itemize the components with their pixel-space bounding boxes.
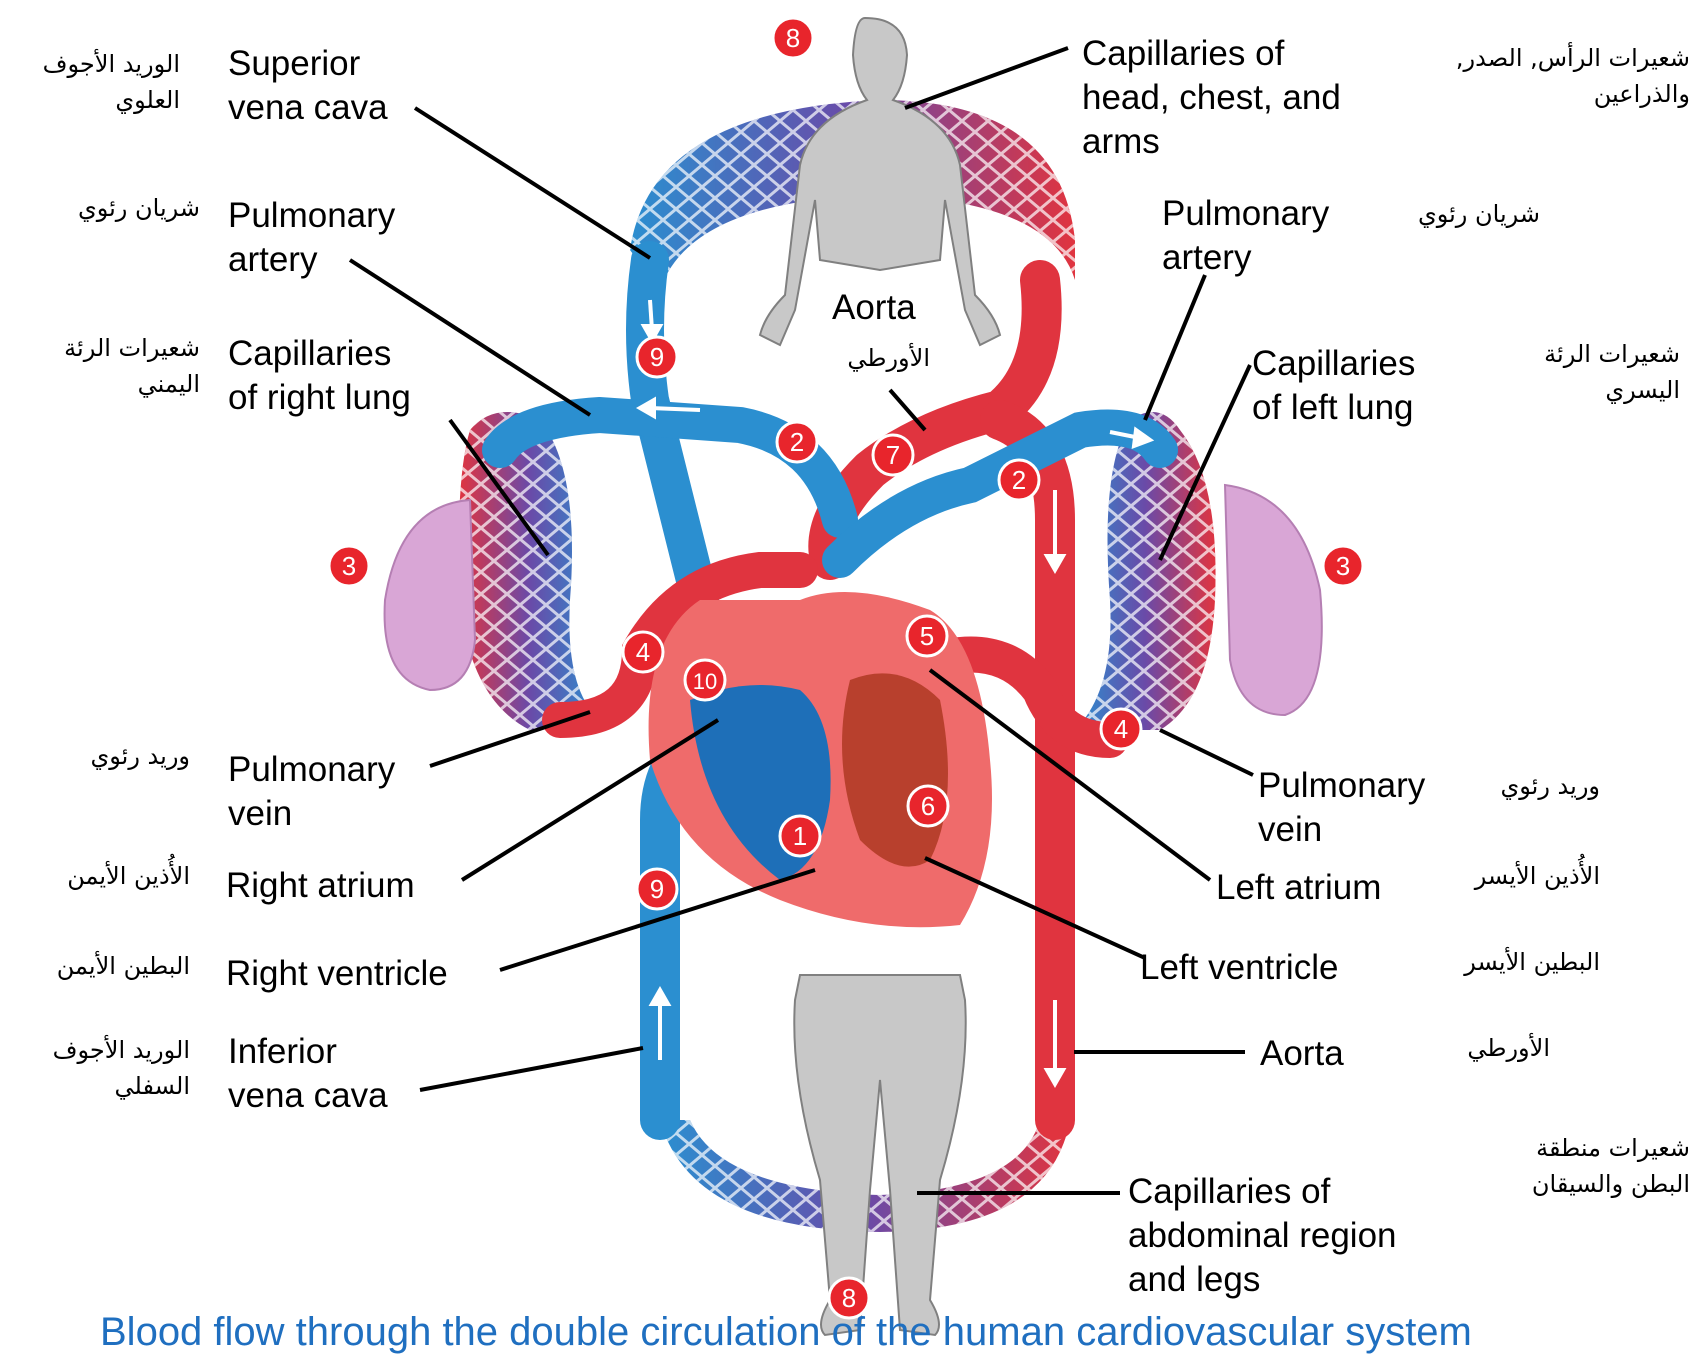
step-marker-number: 9: [650, 342, 664, 372]
step-marker-4: 4: [1101, 709, 1141, 749]
step-marker-1: 1: [780, 816, 820, 856]
step-marker-number: 5: [920, 621, 934, 651]
step-marker-number: 6: [921, 791, 935, 821]
arabic-pulmonary-vein-left: وريد رئوي: [1420, 768, 1600, 804]
left-lung: [1225, 485, 1322, 715]
step-marker-9: 9: [637, 869, 677, 909]
label-right-ventricle: Right ventricle: [226, 952, 448, 996]
arabic-capillaries-head: شعيرات الرأس, الصدر, والذراعين: [1390, 40, 1690, 112]
label-pulmonary-vein-left: Pulmonary vein: [1258, 764, 1425, 852]
step-marker-number: 4: [636, 637, 650, 667]
step-marker-10: 10: [685, 660, 725, 700]
label-inferior-vena-cava: Inferior vena cava: [228, 1030, 388, 1118]
arabic-right-ventricle: البطين الأيمن: [10, 948, 190, 984]
step-marker-number: 9: [650, 874, 664, 904]
step-marker-9: 9: [637, 337, 677, 377]
arabic-capillaries-abdomen: شعيرات منطقة البطن والسيقان: [1480, 1130, 1690, 1202]
step-marker-6: 6: [908, 786, 948, 826]
label-capillaries-right-lung: Capillaries of right lung: [228, 332, 411, 420]
label-pulmonary-artery-left: Pulmonary artery: [1162, 192, 1329, 280]
arabic-right-atrium: الأُذين الأيمن: [10, 858, 190, 894]
step-marker-number: 1: [793, 821, 807, 851]
label-left-ventricle: Left ventricle: [1140, 946, 1338, 990]
label-pulmonary-vein-right: Pulmonary vein: [228, 748, 395, 836]
step-marker-number: 3: [342, 551, 356, 581]
label-aorta-bottom: Aorta: [1260, 1032, 1344, 1076]
arabic-pulmonary-artery-right: شريان رئوي: [10, 190, 200, 226]
arabic-left-ventricle: البطين الأيسر: [1420, 944, 1600, 980]
arabic-capillaries-left-lung: شعيرات الرئة اليسري: [1500, 336, 1680, 408]
descending-aorta-vessel: [1000, 420, 1055, 1120]
step-marker-5: 5: [907, 616, 947, 656]
arabic-pulmonary-artery-left: شريان رئوي: [1380, 196, 1540, 232]
step-marker-number: 8: [786, 23, 800, 53]
arabic-superior-vena-cava: الوريد الأجوف العلوي: [10, 46, 180, 118]
step-marker-number: 10: [693, 669, 717, 694]
step-marker-2: 2: [999, 460, 1039, 500]
step-marker-number: 4: [1114, 714, 1128, 744]
label-right-atrium: Right atrium: [226, 864, 415, 908]
arabic-left-atrium: الأُذين الأيسر: [1420, 858, 1600, 894]
label-pulmonary-artery-right: Pulmonary artery: [228, 194, 395, 282]
step-marker-7: 7: [873, 435, 913, 475]
label-aorta-top: Aorta: [832, 286, 916, 330]
step-marker-number: 2: [1012, 465, 1026, 495]
arabic-inferior-vena-cava: الوريد الأجوف السفلي: [10, 1032, 190, 1104]
right-lung: [385, 500, 475, 690]
label-left-atrium: Left atrium: [1216, 866, 1381, 910]
arabic-capillaries-right-lung: شعيرات الرئة اليمني: [10, 330, 200, 402]
arabic-aorta-bottom: الأورطي: [1420, 1030, 1550, 1066]
label-capillaries-head: Capillaries of head, chest, and arms: [1082, 32, 1341, 164]
label-capillaries-left-lung: Capillaries of left lung: [1252, 342, 1415, 430]
step-marker-3: 3: [1323, 546, 1363, 586]
arabic-aorta-top: الأورطي: [820, 340, 930, 376]
step-marker-number: 7: [886, 440, 900, 470]
label-capillaries-abdomen: Capillaries of abdominal region and legs: [1128, 1170, 1397, 1302]
step-marker-8: 8: [773, 18, 813, 58]
step-marker-3: 3: [329, 546, 369, 586]
diagram-caption: Blood flow through the double circulatio…: [100, 1308, 1472, 1356]
step-marker-4: 4: [623, 632, 663, 672]
step-marker-number: 2: [790, 427, 804, 457]
step-marker-2: 2: [777, 422, 817, 462]
label-superior-vena-cava: Superior vena cava: [228, 42, 388, 130]
arabic-pulmonary-vein-right: وريد رئوي: [10, 738, 190, 774]
step-marker-number: 3: [1336, 551, 1350, 581]
lower-body-silhouette: [794, 975, 965, 1335]
